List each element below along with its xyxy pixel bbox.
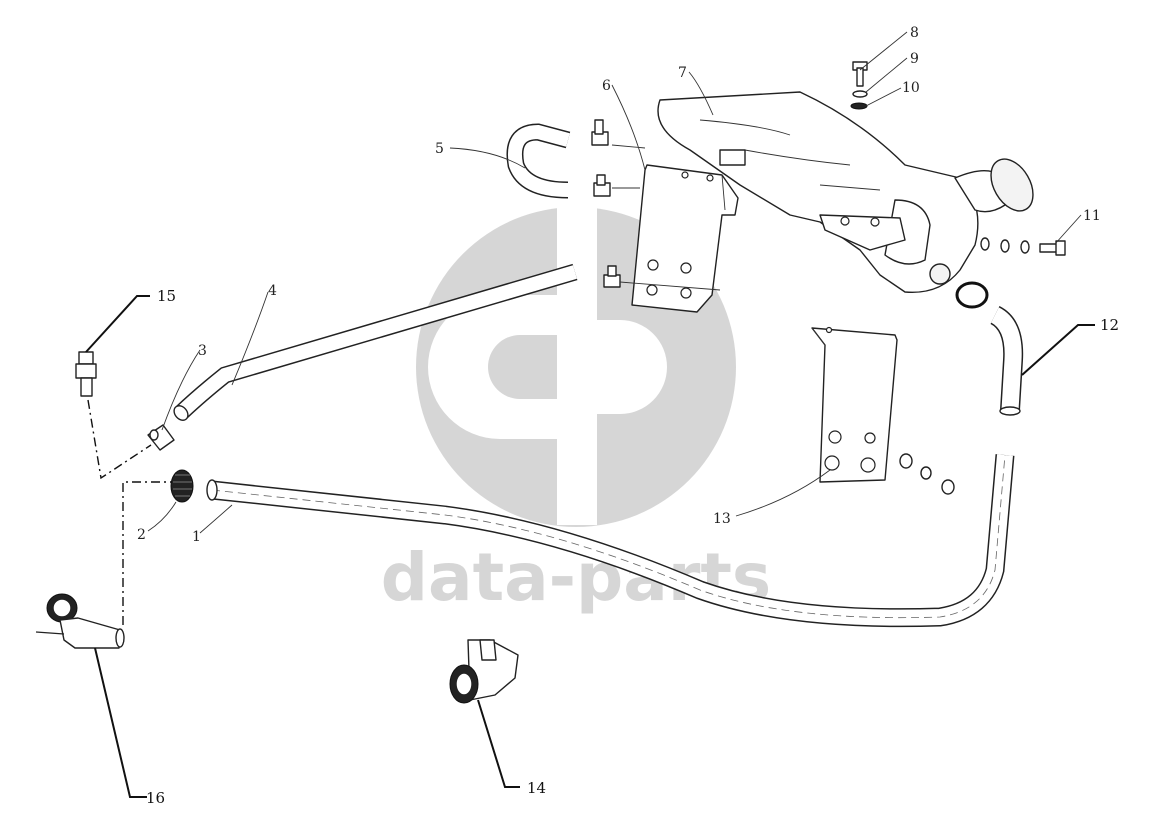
callout-4: 4 [268,283,277,299]
callout-8: 8 [910,25,919,41]
callout-11: 11 [1083,208,1101,224]
callout-16: 16 [146,789,165,807]
part-5-u-hose [506,119,611,199]
part-16-drain-valve [35,593,125,649]
part-12-elbow-hose [955,281,1024,416]
callout-5: 5 [435,141,444,157]
part-3-fitting [147,424,175,451]
part-4-upper-hose [173,263,621,421]
part-9-washer [852,90,868,98]
callout-9: 9 [910,51,919,67]
callout-12: 12 [1100,316,1119,334]
callout-labels: 1 2 3 4 5 6 7 8 9 10 11 12 13 14 15 16 [137,25,1119,807]
callout-15: 15 [157,287,176,305]
callout-3: 3 [198,343,207,359]
callout-14: 14 [527,779,546,797]
callout-13: 13 [713,511,731,527]
part-14-valve [449,639,519,704]
leader-lines [85,31,1095,798]
callout-7: 7 [678,65,687,81]
callout-10: 10 [902,80,920,96]
part-11-bolt [980,237,1066,256]
callout-6: 6 [602,78,611,94]
part-7-expansion-tank [657,91,1034,294]
assembly-lines [87,144,721,625]
part-13-lower-bracket [811,326,955,495]
part-1-lower-hose [206,454,1015,628]
part-6-upper-bracket [631,164,739,313]
part-15-nipple [75,351,97,397]
callout-2: 2 [137,527,146,543]
part-2-clamp [170,469,194,503]
part-10-washer [850,102,868,110]
callout-1: 1 [192,529,201,545]
